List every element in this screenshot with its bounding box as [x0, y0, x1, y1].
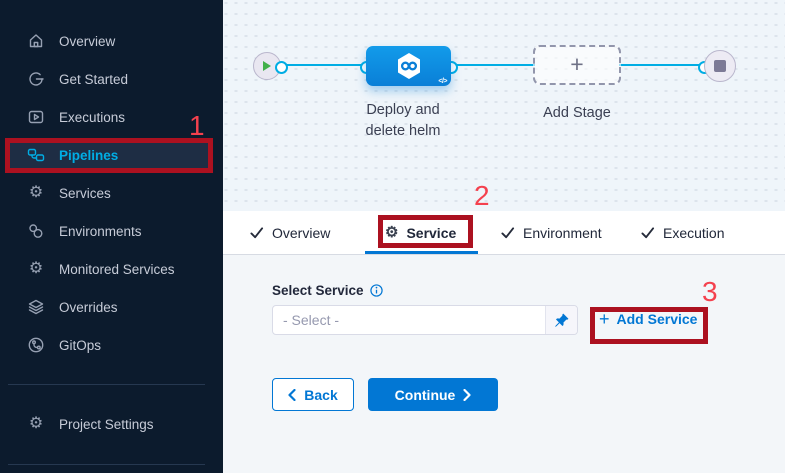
- stage-tabbar: Overview ⚙ Service Environment Execution: [223, 211, 785, 255]
- tab-label: Environment: [523, 224, 602, 241]
- sidebar-item-label: Pipelines: [59, 147, 119, 163]
- pipeline-canvas[interactable]: </> Deploy and delete helm + Add Stage: [223, 0, 785, 211]
- chevron-right-icon: [463, 388, 471, 401]
- sidebar-item-label: Monitored Services: [59, 261, 175, 277]
- sidebar-item-pipelines[interactable]: Pipelines: [10, 139, 213, 171]
- pin-button[interactable]: [545, 306, 577, 334]
- get-started-icon: [27, 70, 45, 88]
- plus-icon: +: [570, 50, 584, 77]
- tab-overview[interactable]: Overview: [250, 211, 330, 254]
- executions-icon: [27, 108, 45, 126]
- sidebar-item-environments[interactable]: Environments: [0, 212, 223, 250]
- add-service-label: Add Service: [616, 311, 698, 327]
- gear-icon: ⚙: [385, 224, 399, 241]
- service-tab-panel: Select Service + Add Service Back C: [223, 255, 785, 473]
- sidebar-item-overrides[interactable]: Overrides: [0, 288, 223, 326]
- tab-label: Overview: [272, 224, 331, 241]
- sidebar: Overview Get Started Executions Pipeline…: [0, 0, 223, 473]
- add-stage-button[interactable]: +: [533, 45, 621, 85]
- connector-line: [619, 64, 707, 66]
- environments-icon: [27, 222, 45, 240]
- check-icon: [641, 226, 655, 238]
- service-select[interactable]: [272, 305, 578, 335]
- connector-line: [279, 64, 365, 66]
- sidebar-item-label: Overrides: [59, 299, 118, 315]
- stage-node-deploy[interactable]: </>: [366, 46, 451, 86]
- sidebar-divider: [8, 384, 205, 385]
- tab-execution[interactable]: Execution: [641, 211, 724, 254]
- gear-icon: ⚙: [28, 184, 44, 201]
- select-service-label: Select Service: [272, 283, 364, 298]
- sidebar-item-label: Executions: [59, 109, 126, 125]
- service-select-input[interactable]: [273, 306, 545, 334]
- pin-icon: [555, 313, 569, 327]
- sidebar-divider: [8, 464, 205, 465]
- active-tab-underline: [365, 251, 478, 254]
- sidebar-item-label: GitOps: [59, 337, 102, 353]
- stop-icon: [714, 60, 726, 72]
- check-icon: [250, 226, 264, 238]
- tab-service[interactable]: ⚙ Service: [385, 211, 456, 254]
- continue-label: Continue: [394, 386, 456, 403]
- pipelines-icon: [27, 146, 45, 164]
- gear-icon: ⚙: [28, 415, 44, 432]
- layers-icon: [27, 298, 45, 316]
- connector-dot: [275, 60, 288, 74]
- sidebar-item-monitored-services[interactable]: ⚙ Monitored Services: [0, 250, 223, 288]
- sidebar-item-label: Overview: [59, 33, 116, 49]
- add-service-button[interactable]: + Add Service: [599, 309, 698, 329]
- back-label: Back: [304, 386, 338, 403]
- sidebar-item-label: Services: [59, 185, 111, 201]
- add-stage-label: Add Stage: [543, 105, 611, 121]
- sidebar-item-overview[interactable]: Overview: [0, 22, 223, 60]
- home-icon: [27, 32, 45, 50]
- select-service-label-row: Select Service: [272, 283, 383, 298]
- chevron-left-icon: [288, 388, 296, 401]
- sidebar-item-label: Environments: [59, 223, 142, 239]
- pipeline-stop-node[interactable]: [704, 50, 736, 82]
- continue-button[interactable]: Continue: [368, 378, 498, 411]
- sidebar-item-services[interactable]: ⚙ Services: [0, 174, 223, 212]
- sidebar-item-get-started[interactable]: Get Started: [0, 60, 223, 98]
- gitops-icon: [27, 336, 45, 354]
- back-button[interactable]: Back: [272, 378, 354, 411]
- tab-label: Execution: [663, 224, 725, 241]
- sidebar-item-executions[interactable]: Executions: [0, 98, 223, 136]
- sidebar-item-label: Project Settings: [59, 416, 154, 432]
- gear-icon: ⚙: [28, 260, 44, 277]
- sidebar-item-gitops[interactable]: GitOps: [0, 326, 223, 364]
- cd-stage-icon: [397, 53, 420, 79]
- sidebar-nav: Overview Get Started Executions Pipeline…: [0, 22, 223, 364]
- plus-icon: +: [599, 309, 610, 329]
- sidebar-item-label: Get Started: [59, 71, 129, 87]
- tab-label: Service: [406, 224, 457, 241]
- play-icon: [263, 61, 271, 71]
- connector-line: [449, 64, 535, 66]
- check-icon: [501, 226, 515, 238]
- stage-label: Deploy and delete helm: [365, 102, 441, 139]
- sidebar-item-project-settings[interactable]: ⚙ Project Settings: [0, 405, 223, 443]
- tab-environment[interactable]: Environment: [501, 211, 602, 254]
- yaml-badge: </>: [438, 78, 447, 85]
- info-icon[interactable]: [369, 284, 383, 297]
